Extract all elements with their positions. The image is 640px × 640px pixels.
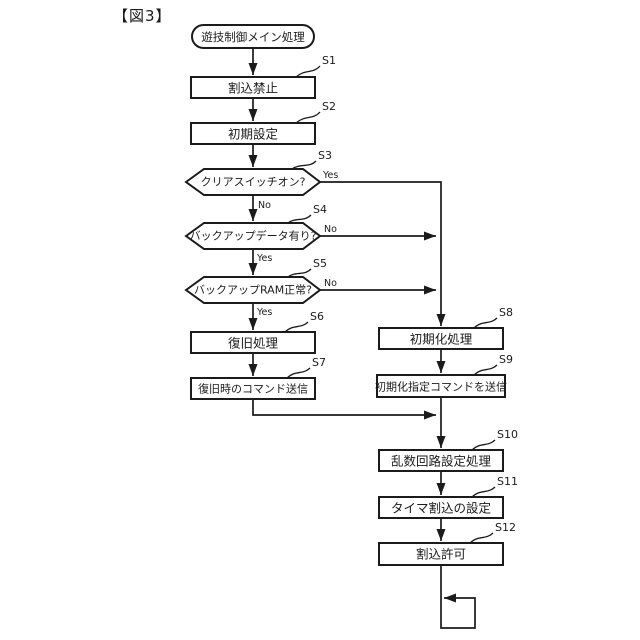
step-s3-leader [291,160,317,170]
step-s7-leader [286,367,311,379]
step-s9-leader [473,364,498,376]
step-s10-box [378,449,504,472]
step-s8-id: S8 [499,306,513,319]
step-s11-box [378,496,504,519]
step-s4-leader [287,214,312,224]
step-s3-label: クリアスイッチオン? [201,176,306,189]
step-s2-leader [295,111,321,124]
step-s1-id: S1 [322,54,336,67]
connector-s7-join [252,399,436,420]
step-s6-label: 復旧処理 [228,336,279,351]
step-s6-leader [284,321,309,333]
step-s5-label: バックアップRAM正常? [194,284,312,297]
step-s10-label: 乱数回路設定処理 [391,454,492,469]
step-s8-box [378,327,504,350]
step-s10-leader [471,439,496,451]
connector-endless-loop [440,565,476,629]
step-s6-box [190,331,316,354]
start-terminal: 遊技制御メイン処理 [191,24,315,49]
step-s4-id: S4 [313,203,327,216]
figure-title: 【図3】 [113,7,172,25]
step-s12-box [378,542,504,566]
step-s8: 初期化処理 S8 [378,306,513,350]
step-s1: 割込禁止 S1 [190,54,336,99]
step-s10: 乱数回路設定処理 S10 [378,428,518,472]
step-s4-hexagon [184,222,322,250]
start-terminal-shape [191,24,315,49]
step-s7-box [190,377,316,400]
start-terminal-label: 遊技制御メイン処理 [201,30,305,44]
step-s5-id: S5 [313,257,327,270]
step-s3-hexagon [184,168,322,196]
step-s8-leader [473,317,498,329]
step-s8-label: 初期化処理 [410,332,473,347]
connector-s3yes-s8 [320,181,446,326]
step-s5-hexagon [184,276,322,304]
step-s1-label: 割込禁止 [228,81,278,96]
step-s10-id: S10 [497,428,518,441]
step-s3-id: S3 [318,149,332,162]
step-s9: 初期化指定コマンドを送信 S9 [375,353,513,398]
step-s7: 復旧時のコマンド送信 S7 [190,356,326,400]
step-s6-id: S6 [310,310,324,323]
step-s12-id: S12 [495,521,516,534]
step-s4-label: バックアップデータ有り? [190,229,317,243]
step-s11: タイマ割込の設定 S11 [378,475,518,519]
step-s9-id: S9 [499,353,513,366]
step-s12-label: 割込許可 [416,547,466,562]
step-s5: バックアップRAM正常? S5 [184,257,327,304]
step-s7-label: 復旧時のコマンド送信 [198,382,308,396]
s3-no-label: No [258,200,271,211]
s5-yes-label: Yes [256,307,272,318]
step-s9-box [376,374,506,398]
step-s2-id: S2 [322,100,336,113]
step-s9-label: 初期化指定コマンドを送信 [375,380,507,394]
s5-no-label: No [324,278,337,289]
step-s11-id: S11 [497,475,518,488]
step-s3: クリアスイッチオン? S3 [184,149,332,196]
step-s12: 割込許可 S12 [378,521,516,566]
step-s1-box [190,76,316,99]
s4-no-label: No [324,224,337,235]
step-s6: 復旧処理 S6 [190,310,324,354]
s3-yes-label: Yes [322,170,338,181]
step-s2-box [190,122,316,145]
connectors [248,48,476,629]
s4-yes-label: Yes [256,253,272,264]
step-s2-label: 初期設定 [228,127,278,142]
branch-labels: Yes No No Yes No Yes [256,170,338,318]
step-s12-leader [469,532,494,544]
step-s11-label: タイマ割込の設定 [391,501,491,516]
step-s7-id: S7 [312,356,326,369]
step-s1-leader [295,65,321,78]
step-s5-leader [287,268,312,278]
step-s4: バックアップデータ有り? S4 [184,203,327,250]
step-s2: 初期設定 S2 [190,100,336,145]
step-s11-leader [471,486,496,498]
